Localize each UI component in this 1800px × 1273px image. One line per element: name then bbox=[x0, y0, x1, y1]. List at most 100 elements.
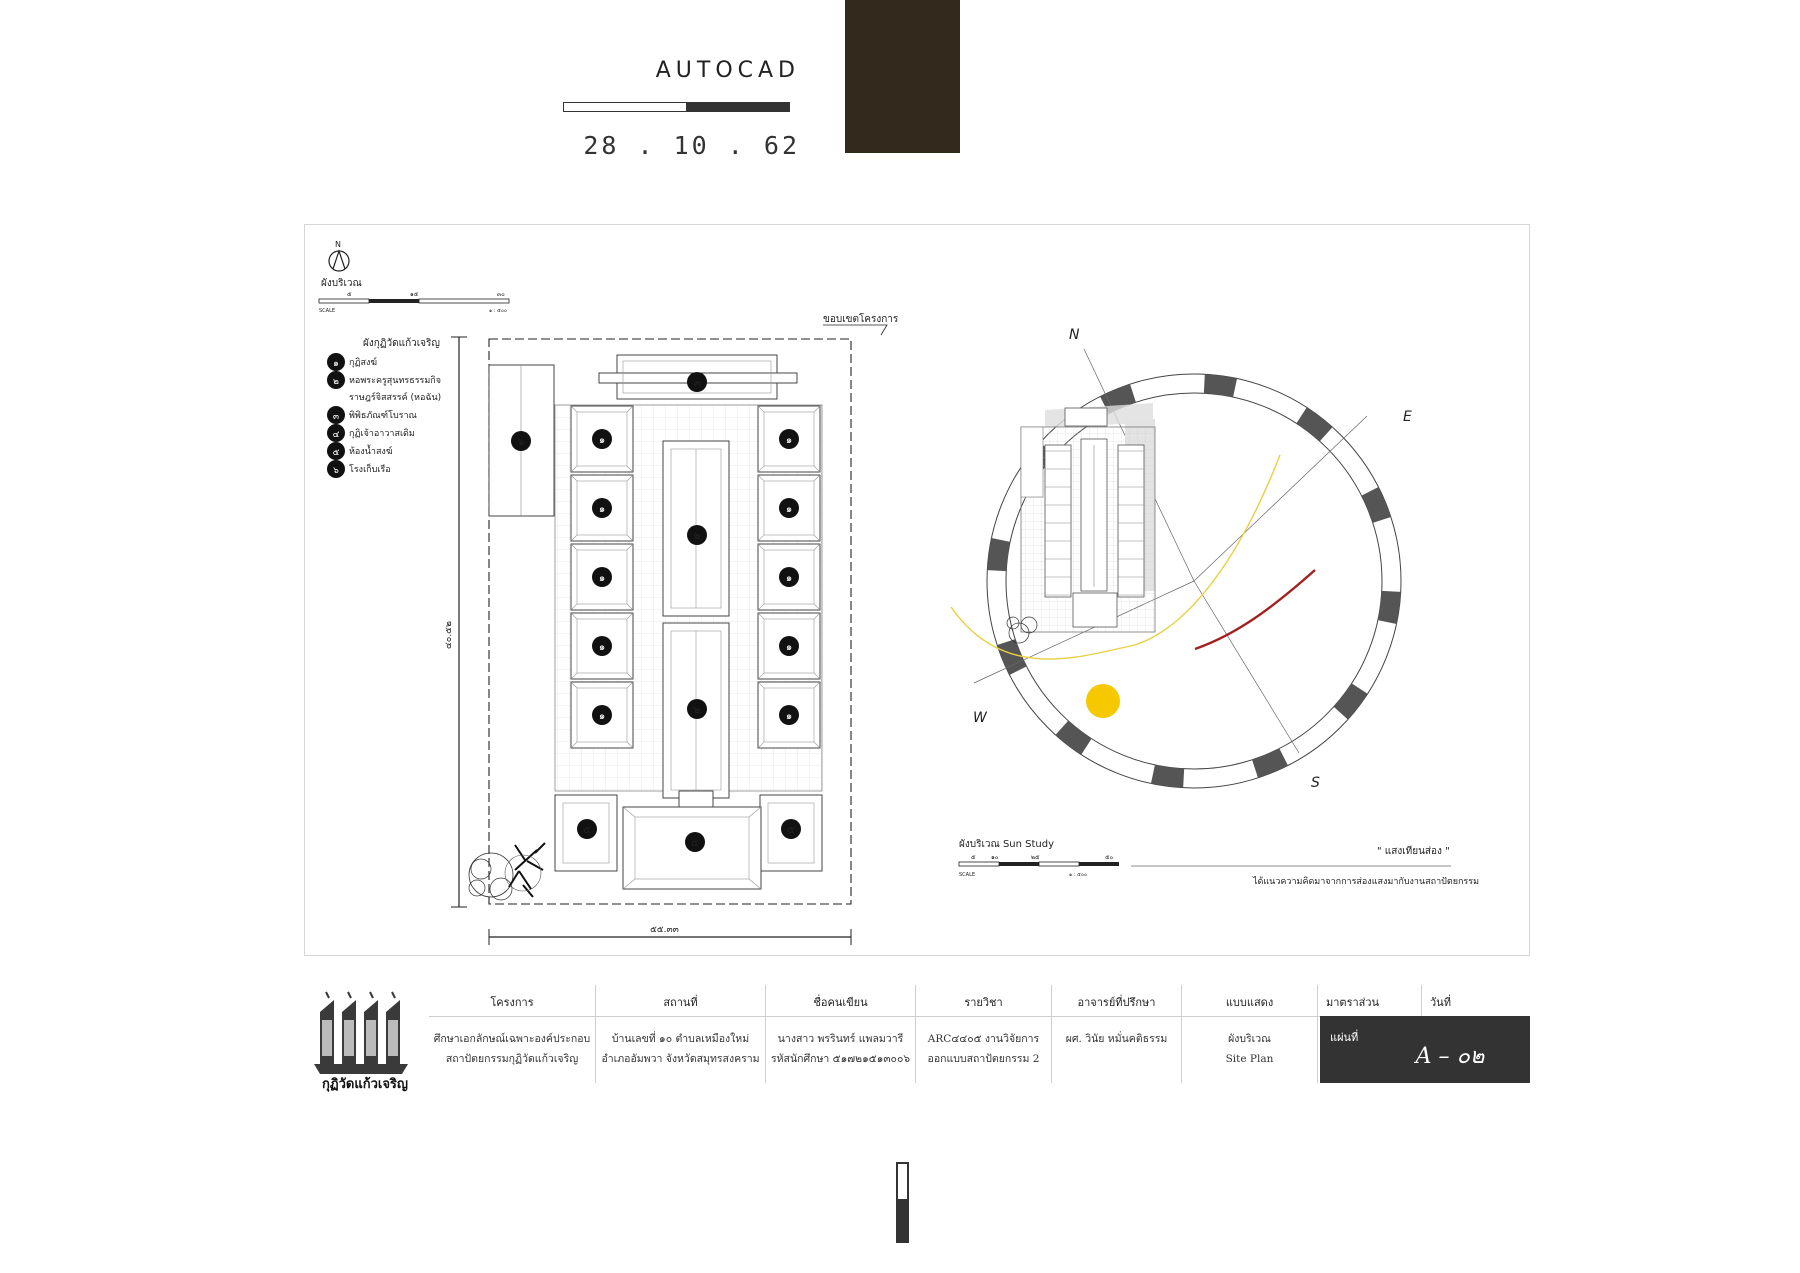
site-plan-drawing: ขอบเขตโครงการ bbox=[444, 312, 899, 945]
tb-col-project: โครงการ ศึกษาเอกลักษณ์เฉพาะองค์ประกอบ สถ… bbox=[429, 985, 596, 1083]
tb-head: อาจารย์ที่ปรึกษา bbox=[1077, 996, 1156, 1009]
sun-study-title: ผังบริเวณ Sun Study bbox=[959, 839, 1054, 850]
north-label: N bbox=[335, 240, 341, 249]
tb-value: นางสาว พรรินทร์ แพลมวารี รหัสนักศึกษา ๕๑… bbox=[770, 1029, 911, 1069]
badge: ๑ bbox=[779, 567, 799, 587]
tb-head: แบบแสดง bbox=[1225, 996, 1274, 1009]
ring-segment bbox=[1296, 407, 1333, 442]
shadow-arc bbox=[1194, 569, 1316, 651]
sun-icon bbox=[1086, 684, 1120, 718]
tb-value-line: ออกแบบสถาปัตยกรรม 2 bbox=[927, 1053, 1040, 1065]
site-scale-bar: ๕ ๑๕ ๓๐ SCALE ๑ : ๕๐๐ bbox=[318, 291, 510, 314]
svg-text:๑: ๑ bbox=[786, 573, 792, 584]
tb-head: สถานที่ bbox=[663, 996, 698, 1009]
badge: ๓ bbox=[687, 372, 707, 392]
svg-text:๑: ๑ bbox=[786, 504, 792, 515]
ring-segment bbox=[1361, 487, 1391, 523]
tb-value-line: บ้านเลขที่ ๑๐ ตำบลเหมืองใหม่ bbox=[611, 1033, 750, 1045]
sun-scale-ratio: ๑ : ๕๐๐ bbox=[1069, 872, 1087, 878]
legend-item: ๖โรงเก็บเรือ bbox=[327, 460, 391, 478]
dir-w-label: W bbox=[973, 710, 988, 726]
tb-value: ศึกษาเอกลักษณ์เฉพาะองค์ประกอบ สถาปัตยกรร… bbox=[433, 1029, 591, 1069]
badge: ๑ bbox=[779, 498, 799, 518]
tb-col-location: สถานที่ บ้านเลขที่ ๑๐ ตำบลเหมืองใหม่ อำเ… bbox=[596, 985, 766, 1083]
sun-study-building bbox=[1006, 403, 1156, 644]
badge: ๑ bbox=[592, 498, 612, 518]
legend-text: ห้องน้ำสงฆ์ bbox=[349, 444, 393, 457]
legend-text: หอพระครูสุนทรธรรมกิจ bbox=[349, 375, 441, 386]
sheet-number: A – ๐๒ bbox=[1415, 1044, 1485, 1069]
sun-study-quote: " แสงเทียนส่อง " bbox=[1377, 845, 1450, 857]
badge: ๔ bbox=[685, 832, 705, 852]
svg-text:๔: ๔ bbox=[333, 430, 340, 440]
badge: ๕ bbox=[781, 819, 801, 839]
svg-text:๒: ๒ bbox=[333, 377, 339, 387]
svg-text:๑: ๑ bbox=[599, 435, 605, 446]
tb-head: ชื่อคนเขียน bbox=[813, 996, 868, 1009]
legend-text: ราษฎร์จิสสรรค์ (หอฉัน) bbox=[349, 391, 441, 403]
tb-value-line: ผังบริเวณ bbox=[1228, 1033, 1271, 1045]
badge: ๒ bbox=[687, 525, 707, 545]
legend-title: ผังกุฏิวัดแก้วเจริญ bbox=[363, 337, 440, 349]
ring-segment bbox=[1252, 748, 1288, 778]
site-scale-tick: ๑๕ bbox=[410, 291, 419, 298]
title-block-table: โครงการ ศึกษาเอกลักษณ์เฉพาะองค์ประกอบ สถ… bbox=[429, 985, 1530, 1083]
legend-item: ๒ หอพระครูสุนทรธรรมกิจ bbox=[327, 371, 441, 389]
tb-head: รายวิชา bbox=[964, 996, 1003, 1009]
ring-segment bbox=[1203, 374, 1238, 398]
legend-item: ๔กุฏิเจ้าอาวาสเดิม bbox=[327, 424, 415, 442]
page-indicator bbox=[896, 1162, 909, 1243]
sun-scale-tick: ๒๕ bbox=[1031, 854, 1040, 861]
site-scale-tick: ๓๐ bbox=[497, 291, 505, 298]
tb-value: ผศ. วินัย หมั่นคติธรรม bbox=[1056, 1029, 1177, 1049]
drawing-sheet: N ผังบริเวณ ๕ ๑๕ ๓๐ SCALE ๑ : ๕๐๐ ผังกุฏ… bbox=[304, 224, 1530, 956]
svg-text:๑: ๑ bbox=[786, 711, 792, 722]
tree-icon bbox=[468, 842, 546, 901]
badge: ๑ bbox=[592, 705, 612, 725]
ring-segment bbox=[987, 537, 1011, 572]
dim-horizontal: ๕๕.๓๓ bbox=[650, 925, 679, 935]
building-hall bbox=[662, 440, 730, 812]
badge: ๑ bbox=[592, 429, 612, 449]
badge: ๑ bbox=[592, 567, 612, 587]
legend-item: ๑กุฏิสงฆ์ bbox=[327, 353, 377, 371]
tb-value: ARC๔๔๐๕ งานวิจัยการ ออกแบบสถาปัตยกรรม 2 bbox=[920, 1029, 1047, 1069]
ring-segment bbox=[1333, 683, 1368, 720]
tb-value-line: สถาปัตยกรรมกุฏิวัดแก้วเจริญ bbox=[445, 1053, 579, 1065]
tb-value-line: Site Plan bbox=[1225, 1053, 1274, 1065]
svg-text:๓: ๓ bbox=[694, 378, 701, 389]
dir-e-label: E bbox=[1403, 409, 1412, 425]
sun-path bbox=[950, 454, 1281, 660]
tb-col-date: วันที่ bbox=[1422, 985, 1530, 1083]
ring-segment bbox=[1150, 764, 1185, 788]
tb-col-course: รายวิชา ARC๔๔๐๕ งานวิจัยการ ออกแบบสถาปัต… bbox=[916, 985, 1052, 1083]
svg-text:๓: ๓ bbox=[333, 412, 339, 422]
drawing-canvas: N ผังบริเวณ ๕ ๑๕ ๓๐ SCALE ๑ : ๕๐๐ ผังกุฏ… bbox=[318, 240, 1479, 945]
site-scale-tick: ๕ bbox=[347, 291, 352, 298]
svg-text:๑: ๑ bbox=[786, 435, 792, 446]
tb-head: วันที่ bbox=[1430, 996, 1451, 1009]
header-date: 28 . 10 . 62 bbox=[583, 131, 800, 160]
north-arrow-icon: N bbox=[328, 240, 350, 272]
sun-study-building-detail bbox=[1045, 445, 1144, 596]
boundary-label: ขอบเขตโครงการ bbox=[823, 312, 899, 325]
sun-scale-tick: ๕๐ bbox=[1105, 854, 1114, 861]
svg-text:๖: ๖ bbox=[518, 437, 524, 448]
ring-segment bbox=[1377, 590, 1401, 625]
sun-scale-tick: ๕ bbox=[971, 854, 976, 861]
badge: ๑ bbox=[779, 705, 799, 725]
sun-study-diagram: N E W S bbox=[950, 327, 1412, 791]
header-title: AUTOCAD bbox=[655, 58, 800, 83]
tb-col-author: ชื่อคนเขียน นางสาว พรรินทร์ แพลมวารี รหั… bbox=[766, 985, 916, 1083]
tb-col-advisor: อาจารย์ที่ปรึกษา ผศ. วินัย หมั่นคติธรรม bbox=[1052, 985, 1182, 1083]
tb-value-line: ศึกษาเอกลักษณ์เฉพาะองค์ประกอบ bbox=[433, 1033, 591, 1045]
tb-value-line: อำเภออัมพวา จังหวัดสมุทรสงคราม bbox=[601, 1053, 760, 1065]
site-plan-title: ผังบริเวณ bbox=[321, 278, 362, 289]
svg-text:๑: ๑ bbox=[599, 504, 605, 515]
logo-icon bbox=[314, 991, 408, 1074]
tb-head: มาตราส่วน bbox=[1326, 996, 1380, 1009]
svg-text:๖: ๖ bbox=[333, 466, 339, 476]
page-indicator-fill bbox=[898, 1198, 907, 1241]
header-dark-block bbox=[845, 0, 960, 153]
badge: ๑ bbox=[779, 429, 799, 449]
